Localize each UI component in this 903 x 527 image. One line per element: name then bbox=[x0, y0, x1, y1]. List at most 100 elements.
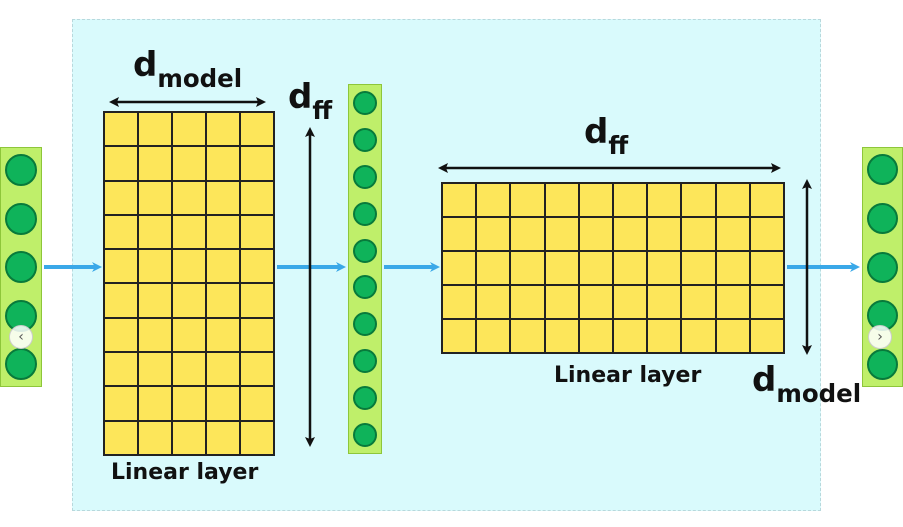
weight-cell bbox=[105, 147, 137, 180]
weight-cell bbox=[139, 284, 171, 317]
weight-cell bbox=[173, 284, 205, 317]
weight-cell bbox=[139, 353, 171, 386]
neuron bbox=[353, 91, 377, 115]
weight-cell bbox=[139, 147, 171, 180]
weight-cell bbox=[241, 250, 273, 283]
weight-cell bbox=[139, 318, 171, 352]
weight-cell bbox=[443, 320, 476, 352]
neuron bbox=[353, 238, 377, 263]
chevron-left-glyph: ‹ bbox=[18, 329, 24, 345]
weight-cell bbox=[207, 147, 239, 180]
weight-cell bbox=[105, 113, 137, 146]
linear-layer-1-matrix bbox=[103, 111, 275, 456]
weight-cell bbox=[105, 421, 137, 454]
weight-cell bbox=[241, 318, 273, 352]
chevron-left-icon[interactable]: ‹ bbox=[9, 325, 33, 349]
chevron-right-glyph: › bbox=[877, 329, 883, 345]
weight-cell bbox=[105, 250, 137, 283]
weight-cell bbox=[207, 215, 239, 249]
weight-cell bbox=[173, 421, 205, 454]
weight-cell bbox=[173, 250, 205, 283]
weight-cell bbox=[682, 252, 715, 284]
weight-cell bbox=[139, 113, 171, 146]
weight-cell bbox=[241, 284, 273, 317]
weight-cell bbox=[477, 218, 510, 250]
weight-cell bbox=[614, 320, 647, 352]
d-ff-top-label: dff bbox=[584, 112, 629, 161]
weight-cell bbox=[477, 184, 510, 216]
weight-cell bbox=[139, 181, 171, 214]
neuron bbox=[5, 202, 37, 235]
weight-cell bbox=[139, 250, 171, 283]
weight-cell bbox=[105, 318, 137, 352]
weight-cell bbox=[545, 320, 578, 352]
weight-cell bbox=[648, 320, 681, 352]
neuron bbox=[353, 164, 377, 189]
weight-cell bbox=[750, 320, 783, 352]
weight-cell bbox=[579, 252, 612, 284]
weight-cell bbox=[443, 252, 476, 284]
weight-cell bbox=[716, 320, 749, 352]
weight-cell bbox=[614, 218, 647, 250]
weight-cell bbox=[173, 113, 205, 146]
weight-cell bbox=[750, 286, 783, 318]
neuron bbox=[867, 251, 898, 283]
weight-cell bbox=[207, 250, 239, 283]
weight-cell bbox=[207, 113, 239, 146]
hidden-vector bbox=[348, 84, 382, 454]
neuron bbox=[353, 349, 377, 374]
neuron bbox=[867, 349, 898, 380]
weight-cell bbox=[139, 215, 171, 249]
weight-cell bbox=[579, 286, 612, 318]
weight-cell bbox=[682, 184, 715, 216]
weight-cell bbox=[716, 252, 749, 284]
neuron bbox=[867, 202, 898, 234]
weight-cell bbox=[716, 286, 749, 318]
weight-cell bbox=[545, 218, 578, 250]
weight-cell bbox=[477, 252, 510, 284]
weight-cell bbox=[105, 215, 137, 249]
weight-cell bbox=[648, 184, 681, 216]
d-model-top-label: dmodel bbox=[133, 45, 243, 94]
neuron bbox=[353, 312, 377, 337]
weight-cell bbox=[477, 320, 510, 352]
weight-cell bbox=[241, 113, 273, 146]
weight-cell bbox=[139, 421, 171, 454]
neuron bbox=[353, 127, 377, 152]
weight-cell bbox=[682, 218, 715, 250]
weight-cell bbox=[750, 252, 783, 284]
weight-cell bbox=[579, 218, 612, 250]
weight-cell bbox=[511, 252, 544, 284]
weight-cell bbox=[614, 252, 647, 284]
weight-cell bbox=[545, 252, 578, 284]
weight-cell bbox=[511, 286, 544, 318]
weight-cell bbox=[443, 218, 476, 250]
weight-cell bbox=[545, 286, 578, 318]
d-ff-left-label: dff bbox=[288, 77, 333, 126]
weight-cell bbox=[241, 181, 273, 214]
weight-cell bbox=[173, 215, 205, 249]
weight-cell bbox=[648, 252, 681, 284]
linear-layer-right-label: Linear layer bbox=[554, 363, 702, 388]
weight-cell bbox=[511, 184, 544, 216]
weight-cell bbox=[207, 181, 239, 214]
weight-cell bbox=[173, 147, 205, 180]
weight-cell bbox=[241, 387, 273, 420]
weight-cell bbox=[207, 318, 239, 352]
weight-cell bbox=[207, 387, 239, 420]
weight-cell bbox=[648, 286, 681, 318]
weight-cell bbox=[105, 181, 137, 214]
weight-cell bbox=[682, 320, 715, 352]
weight-cell bbox=[241, 421, 273, 454]
neuron bbox=[353, 201, 377, 226]
weight-cell bbox=[241, 215, 273, 249]
weight-cell bbox=[648, 218, 681, 250]
weight-cell bbox=[241, 147, 273, 180]
weight-cell bbox=[614, 184, 647, 216]
d-model-bottom-label: dmodel bbox=[752, 360, 862, 409]
weight-cell bbox=[545, 184, 578, 216]
chevron-right-icon[interactable]: › bbox=[868, 325, 892, 349]
linear-layer-2-matrix bbox=[441, 182, 785, 354]
neuron bbox=[867, 154, 898, 185]
